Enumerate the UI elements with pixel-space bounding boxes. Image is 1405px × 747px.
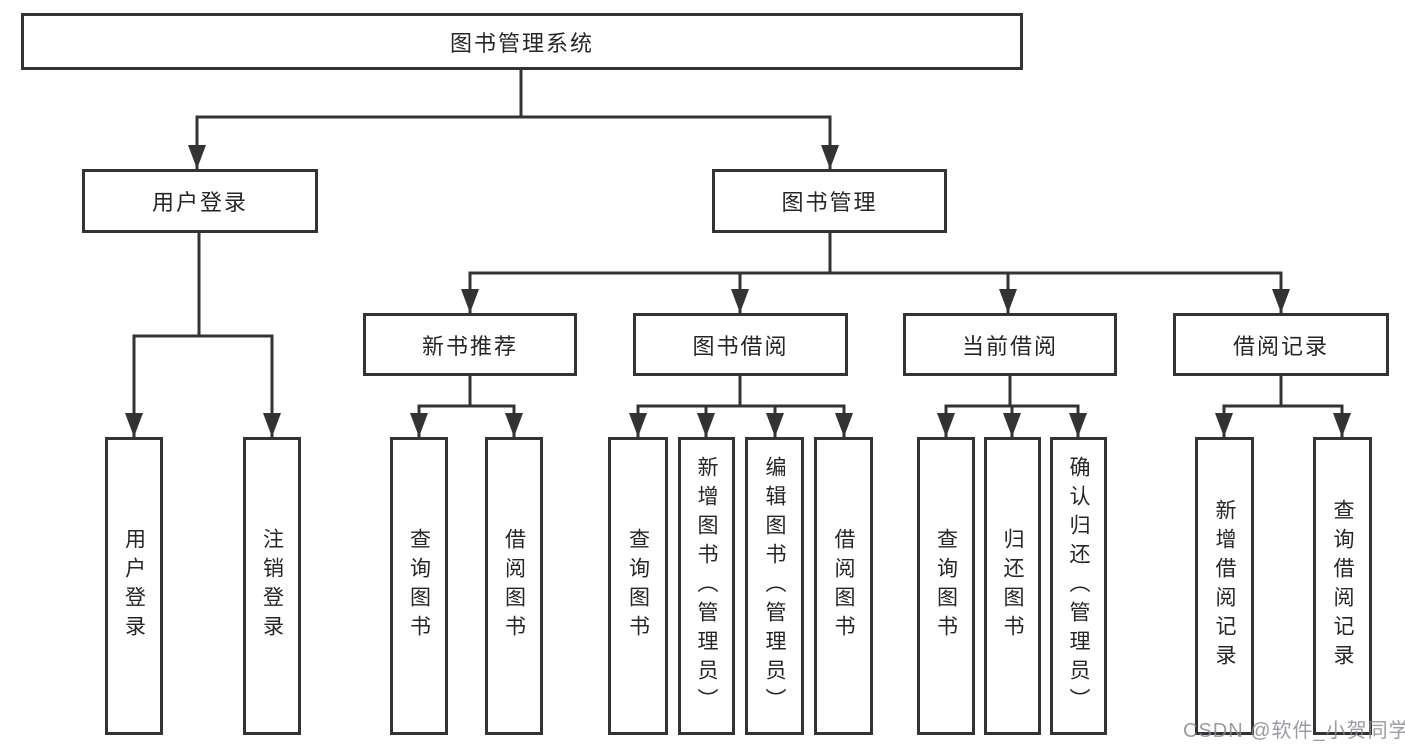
leaf-query-books: 查询图书 (390, 437, 448, 735)
leaf-query-books: 查询图书 (608, 437, 668, 735)
leaf-user-login: 用户登录 (105, 437, 163, 735)
leaf-label: 借阅图书 (502, 528, 526, 644)
leaf-label: 新增借阅记录 (1213, 499, 1236, 673)
node-label: 图书借阅 (692, 333, 789, 359)
csdn-watermark: CSDN @软件_小贺同学 (1183, 720, 1405, 742)
leaf-label: 查询借阅记录 (1331, 499, 1354, 673)
leaf-label: 归还图书 (1001, 528, 1024, 644)
node-label: 新书推荐 (421, 333, 518, 359)
leaf-logout: 注销登录 (243, 437, 301, 735)
leaf-add-books-admin: 新增图书（管理员） (678, 437, 735, 735)
node-book-borrowing: 图书借阅 (633, 313, 848, 376)
leaf-confirm-return-admin: 确认归还（管理员） (1050, 437, 1107, 735)
tree-edges (125, 70, 1351, 437)
leaf-query-books: 查询图书 (917, 437, 975, 735)
node-label: 图书管理 (781, 190, 878, 215)
leaf-label: 新增图书（管理员） (695, 455, 718, 717)
leaf-label: 借阅图书 (832, 528, 855, 644)
leaf-add-borrow-record: 新增借阅记录 (1195, 437, 1254, 735)
node-library-management-system: 图书管理系统 (21, 13, 1023, 70)
node-book-management: 图书管理 (712, 169, 947, 233)
leaf-label: 查询图书 (934, 528, 958, 644)
leaf-label: 查询图书 (626, 528, 650, 644)
node-borrowing-records: 借阅记录 (1173, 313, 1389, 376)
leaf-return-books: 归还图书 (984, 437, 1041, 735)
node-label: 图书管理系统 (449, 30, 594, 56)
leaf-query-borrow-record: 查询借阅记录 (1313, 437, 1372, 735)
node-user-login: 用户登录 (82, 169, 318, 233)
leaf-edit-books-admin: 编辑图书（管理员） (745, 437, 804, 735)
node-current-borrowing: 当前借阅 (903, 313, 1117, 376)
node-label: 用户登录 (151, 190, 248, 215)
leaf-label: 查询图书 (407, 528, 431, 644)
leaf-label: 编辑图书（管理员） (763, 455, 786, 717)
leaf-label: 用户登录 (122, 528, 146, 644)
node-label: 当前借阅 (961, 333, 1058, 359)
leaf-label: 确认归还（管理员） (1067, 455, 1090, 717)
node-new-book-recommend: 新书推荐 (363, 313, 577, 376)
node-label: 借阅记录 (1232, 333, 1329, 359)
leaf-label: 注销登录 (260, 528, 284, 644)
leaf-borrow-books: 借阅图书 (485, 437, 543, 735)
leaf-borrow-books: 借阅图书 (814, 437, 873, 735)
